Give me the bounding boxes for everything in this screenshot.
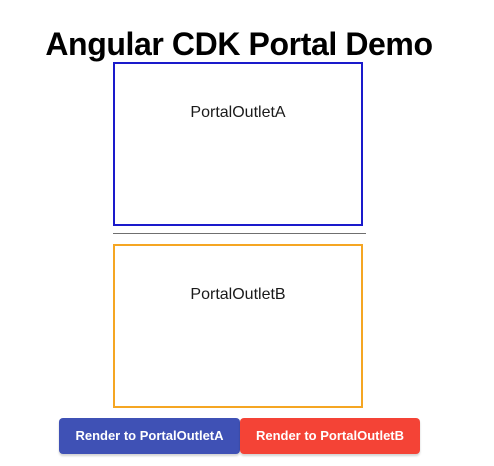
divider	[113, 233, 366, 234]
render-to-outlet-b-button[interactable]: Render to PortalOutletB	[240, 418, 420, 454]
portal-outlet-a: PortalOutletA	[113, 62, 363, 226]
portal-outlet-b: PortalOutletB	[113, 244, 363, 408]
portal-outlet-a-label: PortalOutletA	[190, 104, 286, 121]
portal-outlet-b-label: PortalOutletB	[190, 286, 286, 303]
render-to-outlet-a-button[interactable]: Render to PortalOutletA	[59, 418, 240, 454]
page-title: Angular CDK Portal Demo	[45, 26, 433, 63]
